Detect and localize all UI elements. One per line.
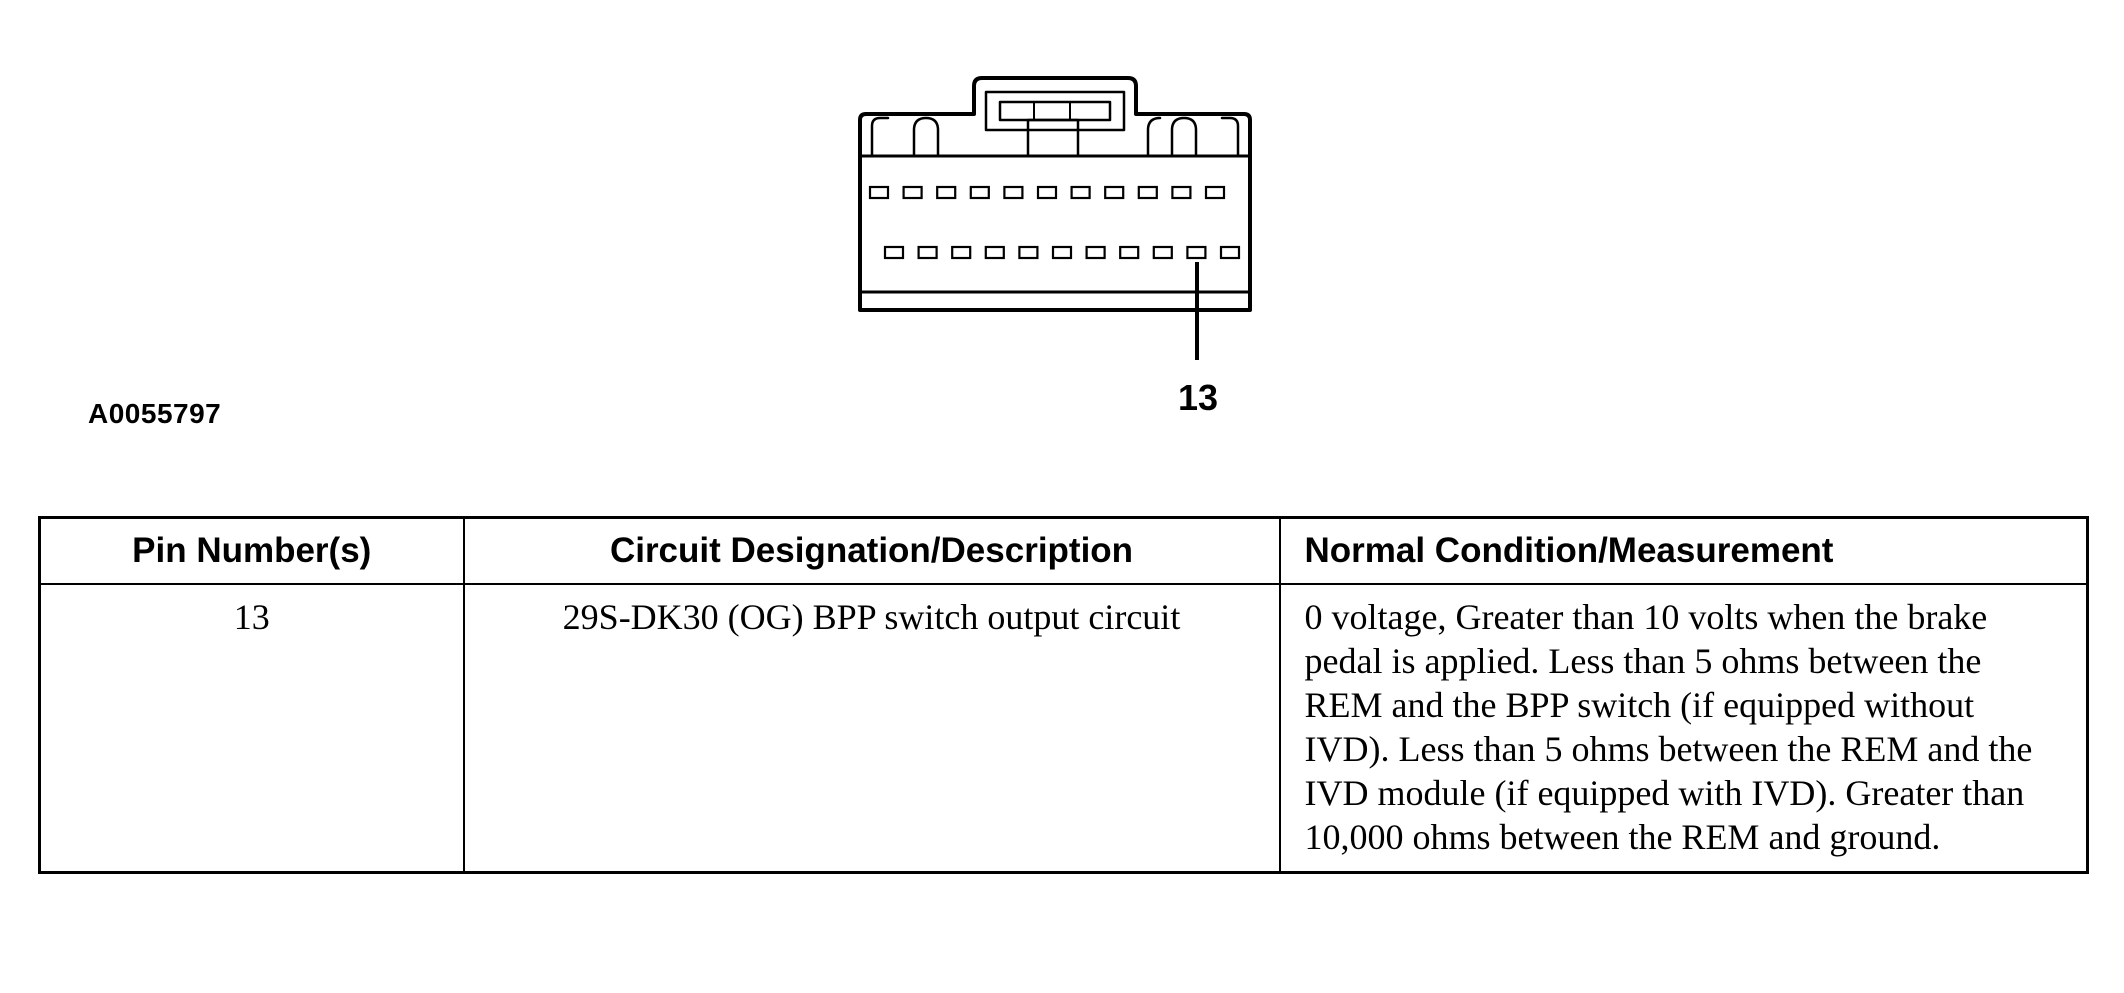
pin-cavity bbox=[1070, 185, 1091, 200]
pin-cavity bbox=[951, 245, 972, 260]
left-latch-arch-2 bbox=[912, 116, 940, 158]
pin-cavity bbox=[1171, 185, 1192, 200]
pin-cavity bbox=[1036, 185, 1058, 200]
pin-table: Pin Number(s) Circuit Designation/Descri… bbox=[38, 516, 2089, 874]
header-condition: Normal Condition/Measurement bbox=[1278, 517, 2089, 585]
table-header-row: Pin Number(s) Circuit Designation/Descri… bbox=[38, 517, 2089, 585]
key-tab-inner bbox=[998, 100, 1112, 122]
right-latch-arch-2 bbox=[1220, 116, 1240, 158]
pin-cavity bbox=[1018, 245, 1039, 260]
cell-circuit: 29S-DK30 (OG) BPP switch output circuit bbox=[462, 584, 1281, 873]
right-latch-arch-1 bbox=[1170, 116, 1198, 158]
pin-cavity bbox=[936, 185, 957, 200]
pin-cavity bbox=[1152, 245, 1173, 260]
figure-id: A0055797 bbox=[88, 398, 222, 429]
cell-pin-number: 13 bbox=[38, 584, 465, 873]
pin-cavity-13 bbox=[1186, 245, 1207, 260]
pin-cavity bbox=[868, 185, 890, 200]
left-latch-arch-1 bbox=[870, 116, 890, 158]
pin-cavity bbox=[1119, 245, 1140, 260]
right-latch-arch-3 bbox=[1146, 116, 1162, 158]
pin-cavity bbox=[1003, 185, 1024, 200]
key-tab-outer bbox=[984, 90, 1126, 132]
table-row: 13 29S-DK30 (OG) BPP switch output circu… bbox=[38, 584, 2089, 873]
pin-row-bottom bbox=[883, 245, 1241, 260]
pin-cavity bbox=[1104, 185, 1125, 200]
pin-cavity bbox=[1085, 245, 1106, 260]
pin-cavity bbox=[902, 185, 923, 200]
pin-cavity bbox=[1051, 245, 1073, 260]
pin-cavity bbox=[1219, 245, 1241, 260]
pin-cavity bbox=[1204, 185, 1226, 200]
header-circuit: Circuit Designation/Description bbox=[462, 517, 1281, 585]
pin-cavity bbox=[917, 245, 938, 260]
pin-cavity bbox=[969, 185, 990, 200]
pin-cavity bbox=[883, 245, 905, 260]
cell-condition: 0 voltage, Greater than 10 volts when th… bbox=[1278, 584, 2089, 873]
key-tab-stem bbox=[1026, 118, 1080, 158]
pin-callout-label: 13 bbox=[1177, 377, 1219, 418]
pin-cavity bbox=[984, 245, 1005, 260]
pin-row-top bbox=[868, 185, 1226, 200]
header-pin-number: Pin Number(s) bbox=[38, 517, 465, 585]
pin-cavity bbox=[1137, 185, 1158, 200]
connector-diagram bbox=[858, 76, 1252, 360]
connector-body bbox=[858, 76, 1252, 312]
